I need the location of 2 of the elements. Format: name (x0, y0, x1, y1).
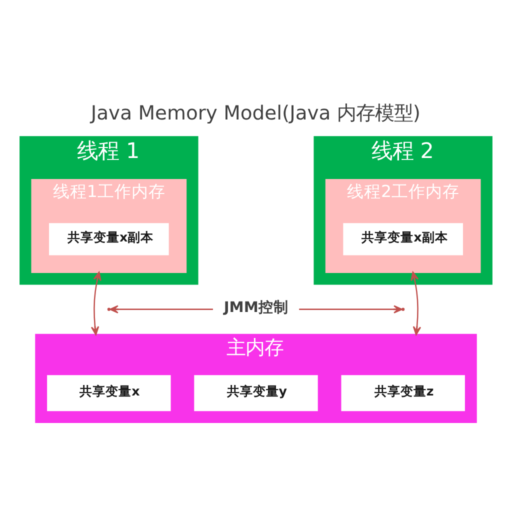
diagram-title: Java Memory Model(Java 内存模型) (90, 101, 421, 124)
node-text: JMM控制 (224, 298, 288, 316)
